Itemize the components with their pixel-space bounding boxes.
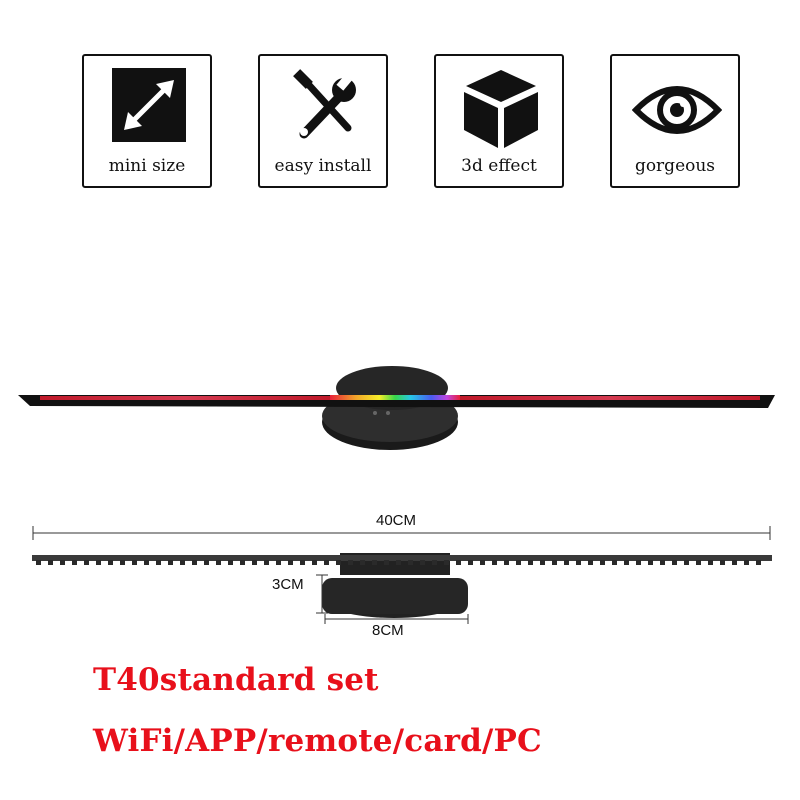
led-segment <box>300 560 305 565</box>
led-segment <box>540 560 545 565</box>
led-segment <box>672 560 677 565</box>
led-segment <box>180 560 185 565</box>
led-segment <box>564 560 569 565</box>
led-segment <box>36 560 41 565</box>
led-segment <box>480 560 485 565</box>
led-segment <box>648 560 653 565</box>
led-segment <box>660 560 665 565</box>
led-segment <box>288 560 293 565</box>
feature-card-gorgeous: gorgeous <box>610 54 740 188</box>
led-segment <box>216 560 221 565</box>
led-segment <box>84 560 89 565</box>
led-segment <box>132 560 137 565</box>
cube-icon <box>464 70 538 148</box>
led-segment <box>360 560 365 565</box>
led-segment <box>624 560 629 565</box>
led-segment <box>228 560 233 565</box>
led-segment <box>96 560 101 565</box>
led-segment <box>432 560 437 565</box>
promo-connectivity: WiFi/APP/remote/card/PC <box>93 723 542 759</box>
led-segment <box>576 560 581 565</box>
led-segment <box>336 560 341 565</box>
led-segment <box>312 560 317 565</box>
led-segment <box>756 560 761 565</box>
led-segment <box>264 560 269 565</box>
led-segment <box>684 560 689 565</box>
dimension-diagram <box>32 526 772 624</box>
feature-label: easy install <box>274 156 372 176</box>
led-segment <box>384 560 389 565</box>
led-segment <box>408 560 413 565</box>
promo-title: T40standard set <box>93 662 379 698</box>
led-segment <box>600 560 605 565</box>
diagonal-arrow-icon <box>112 68 186 142</box>
feature-label: gorgeous <box>634 156 716 176</box>
led-segment <box>48 560 53 565</box>
led-segment <box>528 560 533 565</box>
led-segment <box>516 560 521 565</box>
led-segment <box>420 560 425 565</box>
led-segment <box>120 560 125 565</box>
led-segment <box>372 560 377 565</box>
eye-icon <box>632 86 722 134</box>
wrench-screwdriver-icon <box>293 69 356 139</box>
led-segment <box>396 560 401 565</box>
led-segment <box>504 560 509 565</box>
led-segment <box>108 560 113 565</box>
led-segment <box>72 560 77 565</box>
hologram-fan-product-image <box>18 366 775 450</box>
led-segment <box>348 560 353 565</box>
led-segment <box>708 560 713 565</box>
led-segment <box>252 560 257 565</box>
height-dimension-label: 3CM <box>272 576 304 593</box>
led-segment <box>696 560 701 565</box>
led-segment <box>744 560 749 565</box>
led-segment <box>204 560 209 565</box>
led-segment <box>192 560 197 565</box>
led-segment <box>444 560 449 565</box>
feature-label: 3d effect <box>461 156 537 176</box>
led-segment <box>468 560 473 565</box>
feature-card-mini-size: mini size <box>82 54 212 188</box>
feature-label: mini size <box>108 156 186 176</box>
led-segment <box>612 560 617 565</box>
led-segment <box>720 560 725 565</box>
led-segment <box>276 560 281 565</box>
depth-dimension-label: 8CM <box>372 622 404 639</box>
feature-card-easy-install: easy install <box>258 54 388 188</box>
led-segment <box>168 560 173 565</box>
feature-card-3d-effect: 3d effect <box>434 54 564 188</box>
width-dimension-label: 40CM <box>376 512 417 529</box>
led-segment <box>552 560 557 565</box>
led-segment <box>60 560 65 565</box>
led-segment <box>492 560 497 565</box>
led-segment <box>156 560 161 565</box>
led-segment <box>144 560 149 565</box>
led-segment <box>324 560 329 565</box>
led-segment <box>732 560 737 565</box>
led-segment <box>456 560 461 565</box>
led-segment <box>588 560 593 565</box>
led-segment <box>636 560 641 565</box>
led-segment <box>240 560 245 565</box>
